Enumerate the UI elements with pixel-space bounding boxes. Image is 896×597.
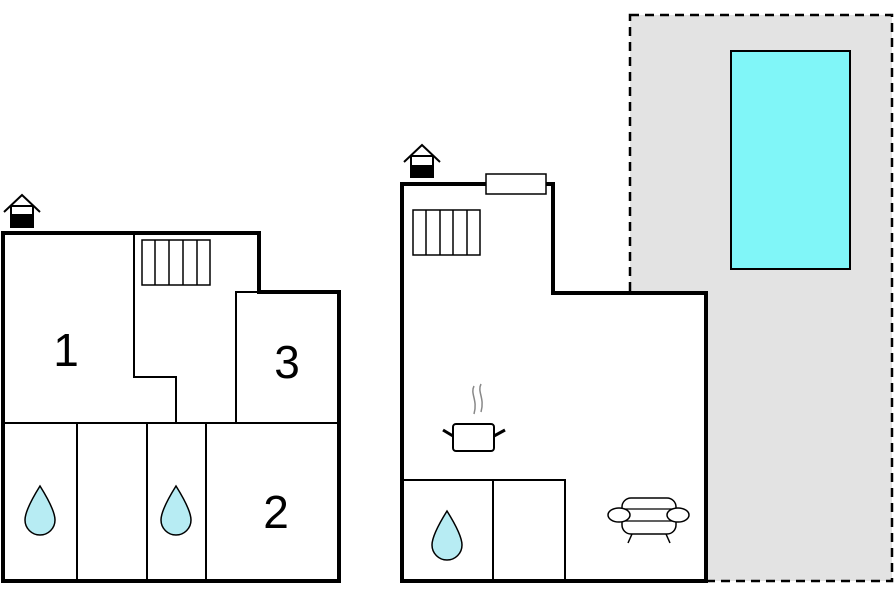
water-drop-icon — [431, 509, 463, 561]
room-label-1: 1 — [53, 324, 79, 376]
entrance-icon — [403, 143, 441, 178]
room-label-3: 3 — [274, 336, 300, 388]
right-floor-outer-walls — [400, 182, 708, 583]
room-label-2: 2 — [263, 486, 289, 538]
sofa-icon — [607, 497, 690, 544]
stairs-icon — [412, 209, 481, 256]
right-floor — [400, 143, 708, 583]
left-floor-outer-walls — [1, 231, 341, 583]
entrance-icon — [3, 193, 41, 228]
window-icon — [485, 173, 547, 195]
swimming-pool — [730, 50, 851, 270]
stairs-icon — [141, 239, 211, 286]
left-floor: 1 3 2 — [1, 193, 341, 583]
kitchen-pot-icon — [442, 383, 506, 452]
water-drop-icon — [160, 484, 192, 536]
water-drop-icon — [24, 484, 56, 536]
